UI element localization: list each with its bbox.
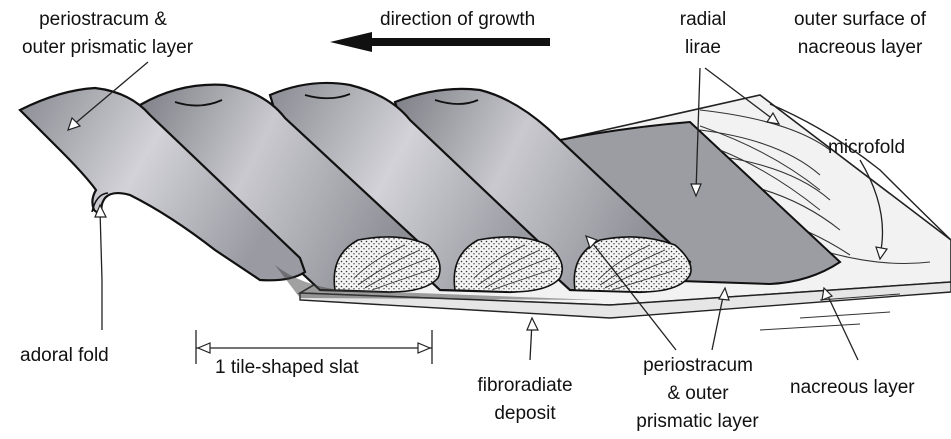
direction-arrow bbox=[330, 32, 550, 52]
label-periostracum-bottom-2: & outer bbox=[618, 382, 778, 405]
label-adoral-fold: adoral fold bbox=[20, 344, 109, 367]
label-periostracum-bottom-1: periostracum bbox=[618, 354, 778, 377]
label-tile-slat: 1 tile-shaped slat bbox=[215, 356, 359, 379]
label-radial-lirae-1: radial bbox=[668, 8, 738, 31]
label-radial-lirae-2: lirae bbox=[668, 36, 738, 59]
label-periostracum-top-1: periostracum & bbox=[8, 8, 198, 31]
label-fibroradiate-2: deposit bbox=[460, 402, 590, 425]
label-microfold: microfold bbox=[828, 136, 905, 159]
label-nacreous-layer: nacreous layer bbox=[790, 376, 915, 399]
label-outer-surface-1: outer surface of bbox=[775, 8, 945, 31]
label-periostracum-top-2: outer prismatic layer bbox=[0, 36, 215, 59]
label-outer-surface-2: nacreous layer bbox=[775, 36, 945, 59]
label-direction-of-growth: direction of growth bbox=[380, 8, 535, 31]
label-periostracum-bottom-3: prismatic layer bbox=[610, 410, 785, 433]
label-fibroradiate-1: fibroradiate bbox=[460, 374, 590, 397]
